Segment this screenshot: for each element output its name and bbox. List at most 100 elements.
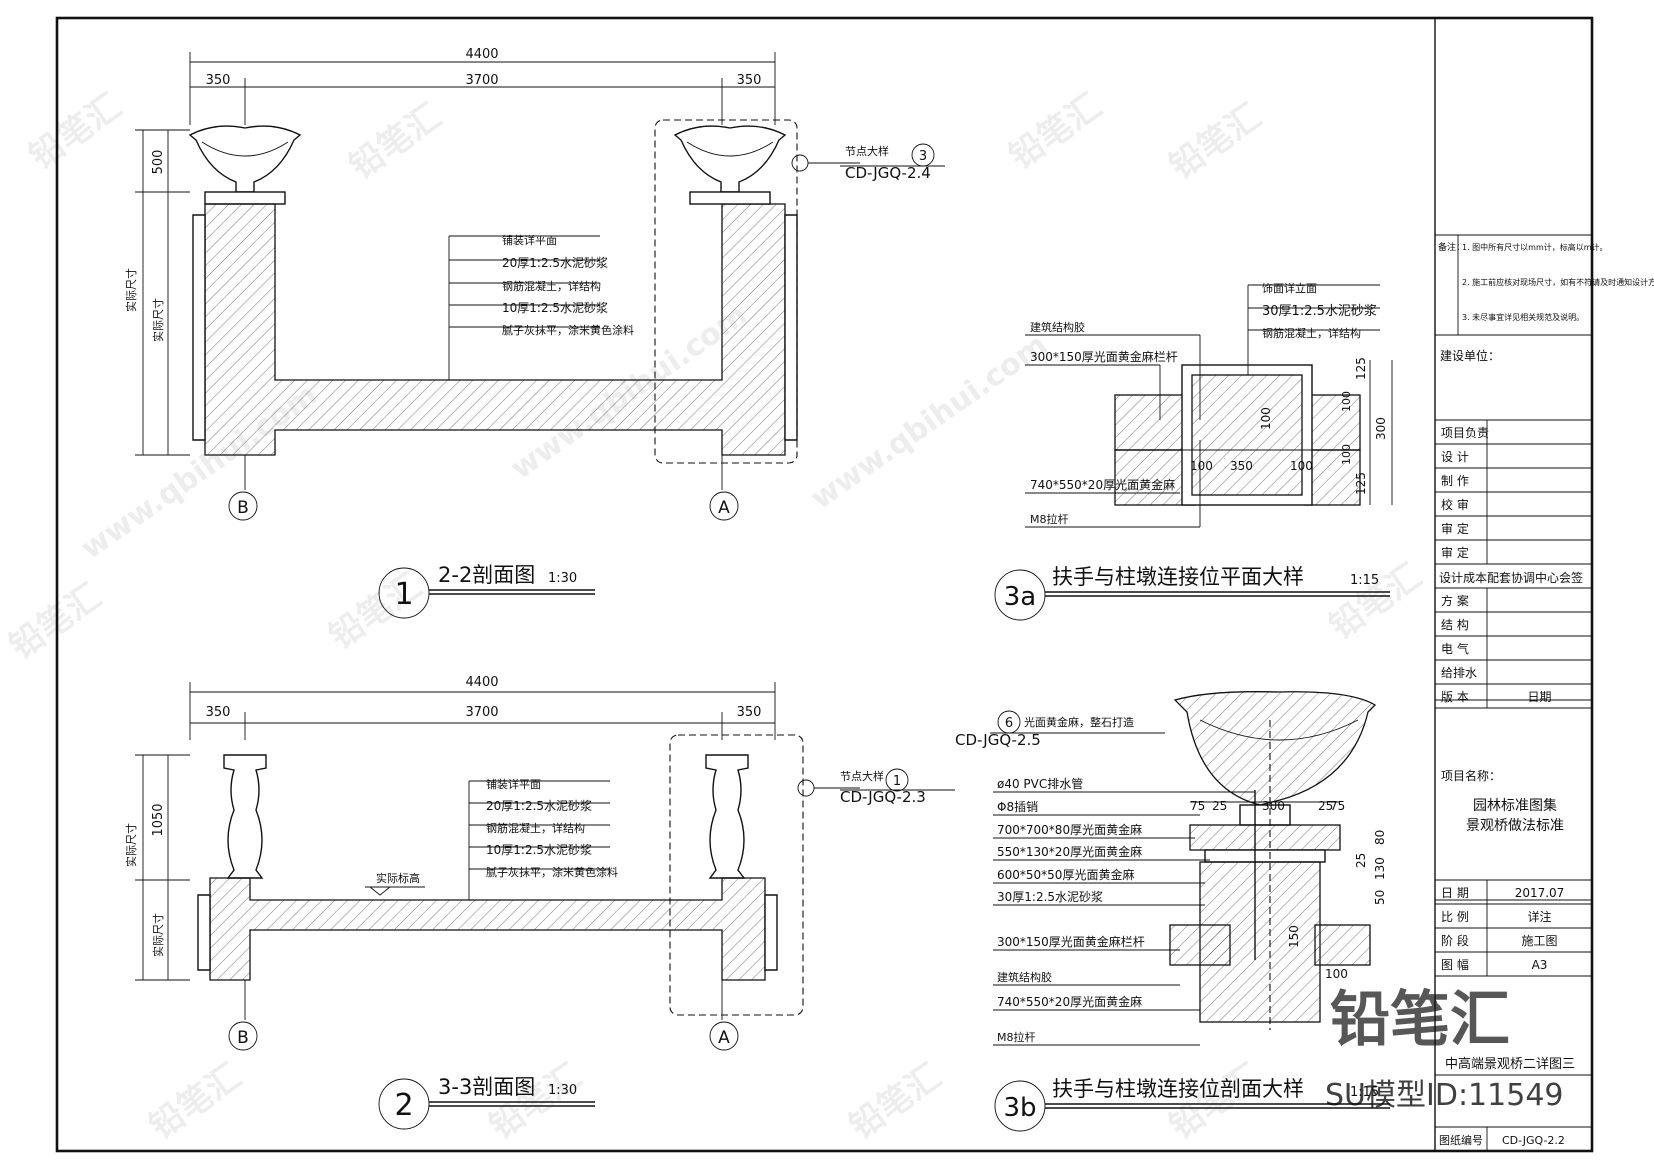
- note-line: 钢筋混凝土，详结构: [1262, 326, 1361, 340]
- section-number: 1: [394, 577, 413, 612]
- ref-code: CD-JGQ-2.4: [845, 164, 931, 182]
- dim-mid: 3700: [465, 73, 498, 88]
- section-body: [204, 203, 786, 456]
- watermark-brand: 铅笔汇: [1322, 556, 1428, 647]
- dim-actual: 实际尺寸: [151, 913, 165, 957]
- dim-75: 75: [1190, 799, 1205, 813]
- tb-sign-label: 方 案: [1441, 593, 1469, 608]
- tb-info-label: 日 期: [1441, 886, 1469, 900]
- section-scale: 1:30: [548, 571, 577, 586]
- ref-code: CD-JGQ-2.3: [840, 788, 926, 806]
- tb-info-value: 施工图: [1521, 934, 1557, 948]
- tb-sign-value: 日期: [1527, 690, 1551, 704]
- tb-project-name: 景观桥做法标准: [1466, 818, 1564, 834]
- section-title: 扶手与柱墩连接位平面大样: [1052, 565, 1304, 589]
- dim-left: 350: [206, 705, 231, 720]
- tb-row-label: 设 计: [1441, 450, 1469, 464]
- dim-1050: 1050: [151, 803, 166, 836]
- section-scale: 1:15: [1350, 573, 1379, 588]
- dim-80: 80: [1373, 830, 1387, 845]
- note-line: 550*130*20厚光面黄金麻: [997, 844, 1142, 859]
- dim-25: 25: [1354, 853, 1368, 868]
- tb-note: 2. 施工前应核对现场尺寸，如有不符请及时通知设计方。: [1462, 277, 1654, 287]
- watermark-brand: 铅笔汇: [2, 576, 108, 667]
- tb-row-label: 项目负责: [1441, 426, 1489, 440]
- dim-right: 350: [737, 705, 762, 720]
- dim-100: 100: [1259, 407, 1273, 430]
- dim-total: 4400: [465, 47, 498, 62]
- tb-project-name: 园林标准图集: [1473, 797, 1557, 814]
- dim-125: 125: [1354, 357, 1368, 380]
- tb-sign-label: 电 气: [1441, 641, 1469, 656]
- note-line: Φ8插销: [997, 800, 1038, 814]
- dim-150: 150: [1287, 925, 1301, 948]
- watermark-brand: 铅笔汇: [842, 1056, 948, 1147]
- dim-actual: 实际尺寸: [151, 298, 165, 342]
- section-body: [209, 877, 766, 981]
- detail-box: [669, 734, 804, 1016]
- watermark-brand: 铅笔汇: [1162, 96, 1268, 187]
- dim-300: 300: [1374, 417, 1388, 440]
- note-line: 10厚1:2.5水泥砂浆: [486, 842, 592, 857]
- dim-75: 75: [1330, 799, 1345, 813]
- note-line: 腻子灰抹平，涂米黄色涂料: [486, 865, 618, 879]
- dim-300: 300: [1262, 799, 1285, 813]
- tb-project-label: 项目名称：: [1441, 768, 1501, 783]
- watermark-brand: 铅笔汇: [22, 86, 128, 177]
- tb-info-value: A3: [1532, 958, 1548, 972]
- section-title: 3-3剖面图: [438, 1075, 535, 1099]
- tb-row-label: 校 审: [1441, 497, 1469, 512]
- note-line: ø40 PVC排水管: [997, 776, 1083, 791]
- axis-a: A: [718, 1028, 730, 1048]
- note-line: 600*50*50厚光面黄金麻: [997, 867, 1134, 882]
- note-line: 钢筋混凝土，详结构: [486, 821, 585, 835]
- tb-signoff: 设计成本配套协调中心会签: [1439, 570, 1583, 585]
- note-line: 饰面详立面: [1262, 281, 1317, 295]
- watermark-brand: 铅笔汇: [1002, 86, 1108, 177]
- tb-sign-label: 版 本: [1441, 690, 1469, 704]
- watermark-url: www.qbihui.com: [805, 327, 1054, 516]
- dim-125: 125: [1354, 472, 1368, 495]
- note-line: 铺装详平面: [502, 233, 557, 247]
- ref-label: 节点大样: [845, 144, 889, 158]
- watermark-brand: 铅笔汇: [1162, 1056, 1268, 1147]
- dim-100: 100: [1340, 444, 1353, 465]
- title-block: 备注： 1. 图中所有尺寸以mm计，标高以m计。 2. 施工前应核对现场尺寸，如…: [1435, 234, 1654, 1151]
- tb-row-label: 审 定: [1441, 545, 1469, 560]
- dim-25: 25: [1318, 799, 1333, 813]
- tb-info-label: 图 幅: [1441, 957, 1469, 972]
- note-line: 建筑结构胶: [1030, 320, 1085, 334]
- dim-100: 100: [1325, 967, 1348, 981]
- section-number: 3b: [1003, 1093, 1036, 1123]
- note-line: 20厚1:2.5水泥砂浆: [486, 798, 592, 813]
- dim-mid: 3700: [465, 705, 498, 720]
- note-line: 建筑结构胶: [997, 970, 1052, 984]
- dim-left: 350: [206, 73, 231, 88]
- tb-sign-label: 结 构: [1441, 617, 1469, 632]
- dim-actual: 实际尺寸: [124, 268, 138, 312]
- watermark-brand: 铅笔汇: [342, 96, 448, 187]
- tb-note: 3. 未尽事宜详见相关规范及说明。: [1462, 312, 1584, 322]
- section-2-2: 4400 350 3700 350 500 实际尺寸 实际尺寸 节点大样 3 C…: [124, 47, 945, 619]
- tb-sign-label: 给排水: [1441, 666, 1477, 680]
- section-title: 扶手与柱墩连接位剖面大样: [1052, 1077, 1304, 1101]
- tb-drawing-no-label: 图纸编号: [1439, 1133, 1483, 1147]
- section-title: 2-2剖面图: [438, 563, 535, 587]
- note-line: 20厚1:2.5水泥砂浆: [502, 255, 608, 270]
- note-line: M8拉杆: [1030, 512, 1069, 526]
- ref-code: CD-JGQ-2.5: [955, 731, 1041, 749]
- dim-100: 100: [1340, 391, 1353, 412]
- note-line: 740*550*20厚光面黄金麻: [997, 994, 1142, 1009]
- tb-info-label: 阶 段: [1441, 933, 1469, 948]
- note-line: 30厚1:2.5水泥砂浆: [997, 889, 1103, 904]
- detail-3a: 350 100 100 100 125 125 300 100 100 饰面详立…: [994, 281, 1393, 621]
- dim-25: 25: [1212, 799, 1227, 813]
- note-line: 300*150厚光面黄金麻栏杆: [997, 934, 1145, 949]
- tb-row-label: 审 定: [1441, 521, 1469, 536]
- tb-client-label: 建设单位：: [1440, 348, 1500, 363]
- tb-drawing-title: 中高端景观桥二详图三: [1445, 1056, 1575, 1072]
- dim-100: 100: [1190, 459, 1213, 473]
- note-line: 740*550*20厚光面黄金麻: [1030, 477, 1175, 492]
- tb-note: 备注：: [1438, 241, 1465, 253]
